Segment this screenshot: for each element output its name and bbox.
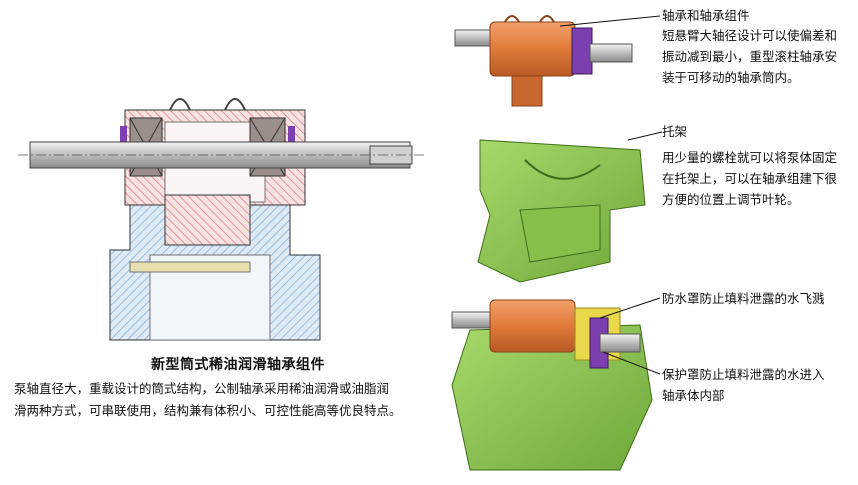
frame-label: 托架 用少量的螺栓就可以将泵体固定 在托架上，可以在轴承组建下很 方便的位置上调… [662,122,858,210]
frame-render [477,139,646,283]
assembled-unit-render [451,299,653,471]
lifting-eye-right [224,98,246,111]
bearing-assembly-label: 轴承和轴承组件 短悬臂大轴径设计可以使偏差和 振动减到最小，重型滚柱轴承安 装于… [662,6,858,88]
left-caption-title: 新型筒式稀油润滑轴承组件 [151,357,325,373]
frame-line: 用少量的螺栓就可以将泵体固定 [662,150,838,165]
left-caption-body: 泵轴直径大，重载设计的筒式结构，公制轴承采用稀油润滑或油脂润 滑两种方式，可串联… [14,378,444,422]
bearing-assembly-render [454,15,633,107]
frame-line: 在托架上，可以在轴承组建下很 [662,171,838,186]
leader-lines [559,15,663,375]
protective-cover-line: 轴承体内部 [662,388,725,403]
frame-line: 方便的位置上调节叶轮。 [662,192,800,207]
cross-section-drawing [18,98,425,341]
bearing-assembly-title: 轴承和轴承组件 [662,8,750,23]
adjusting-bolt [129,261,251,273]
bearing-assembly-line: 装于可移动的轴承筒内。 [662,70,800,85]
protective-cover-label: 保护罩防止填料泄露的水进入 轴承体内部 [662,364,858,406]
bearing-assembly-line: 短悬臂大轴径设计可以使偏差和 [662,28,838,43]
splash-guard-label: 防水罩防止填料泄露的水飞溅 [662,291,825,306]
frame-title: 托架 [662,124,688,139]
left-caption-line: 滑两种方式，可串联使用，结构兼有体积小、可控性能高等优良特点。 [14,403,402,418]
left-caption-line: 泵轴直径大，重载设计的筒式结构，公制轴承采用稀油润滑或油脂润 [14,381,390,396]
lifting-eye-left [169,98,191,111]
protective-cover-line: 保护罩防止填料泄露的水进入 [662,367,825,382]
oil-reservoir [164,194,251,246]
bearing-assembly-line: 振动减到最小，重型滚柱轴承安 [662,49,838,64]
